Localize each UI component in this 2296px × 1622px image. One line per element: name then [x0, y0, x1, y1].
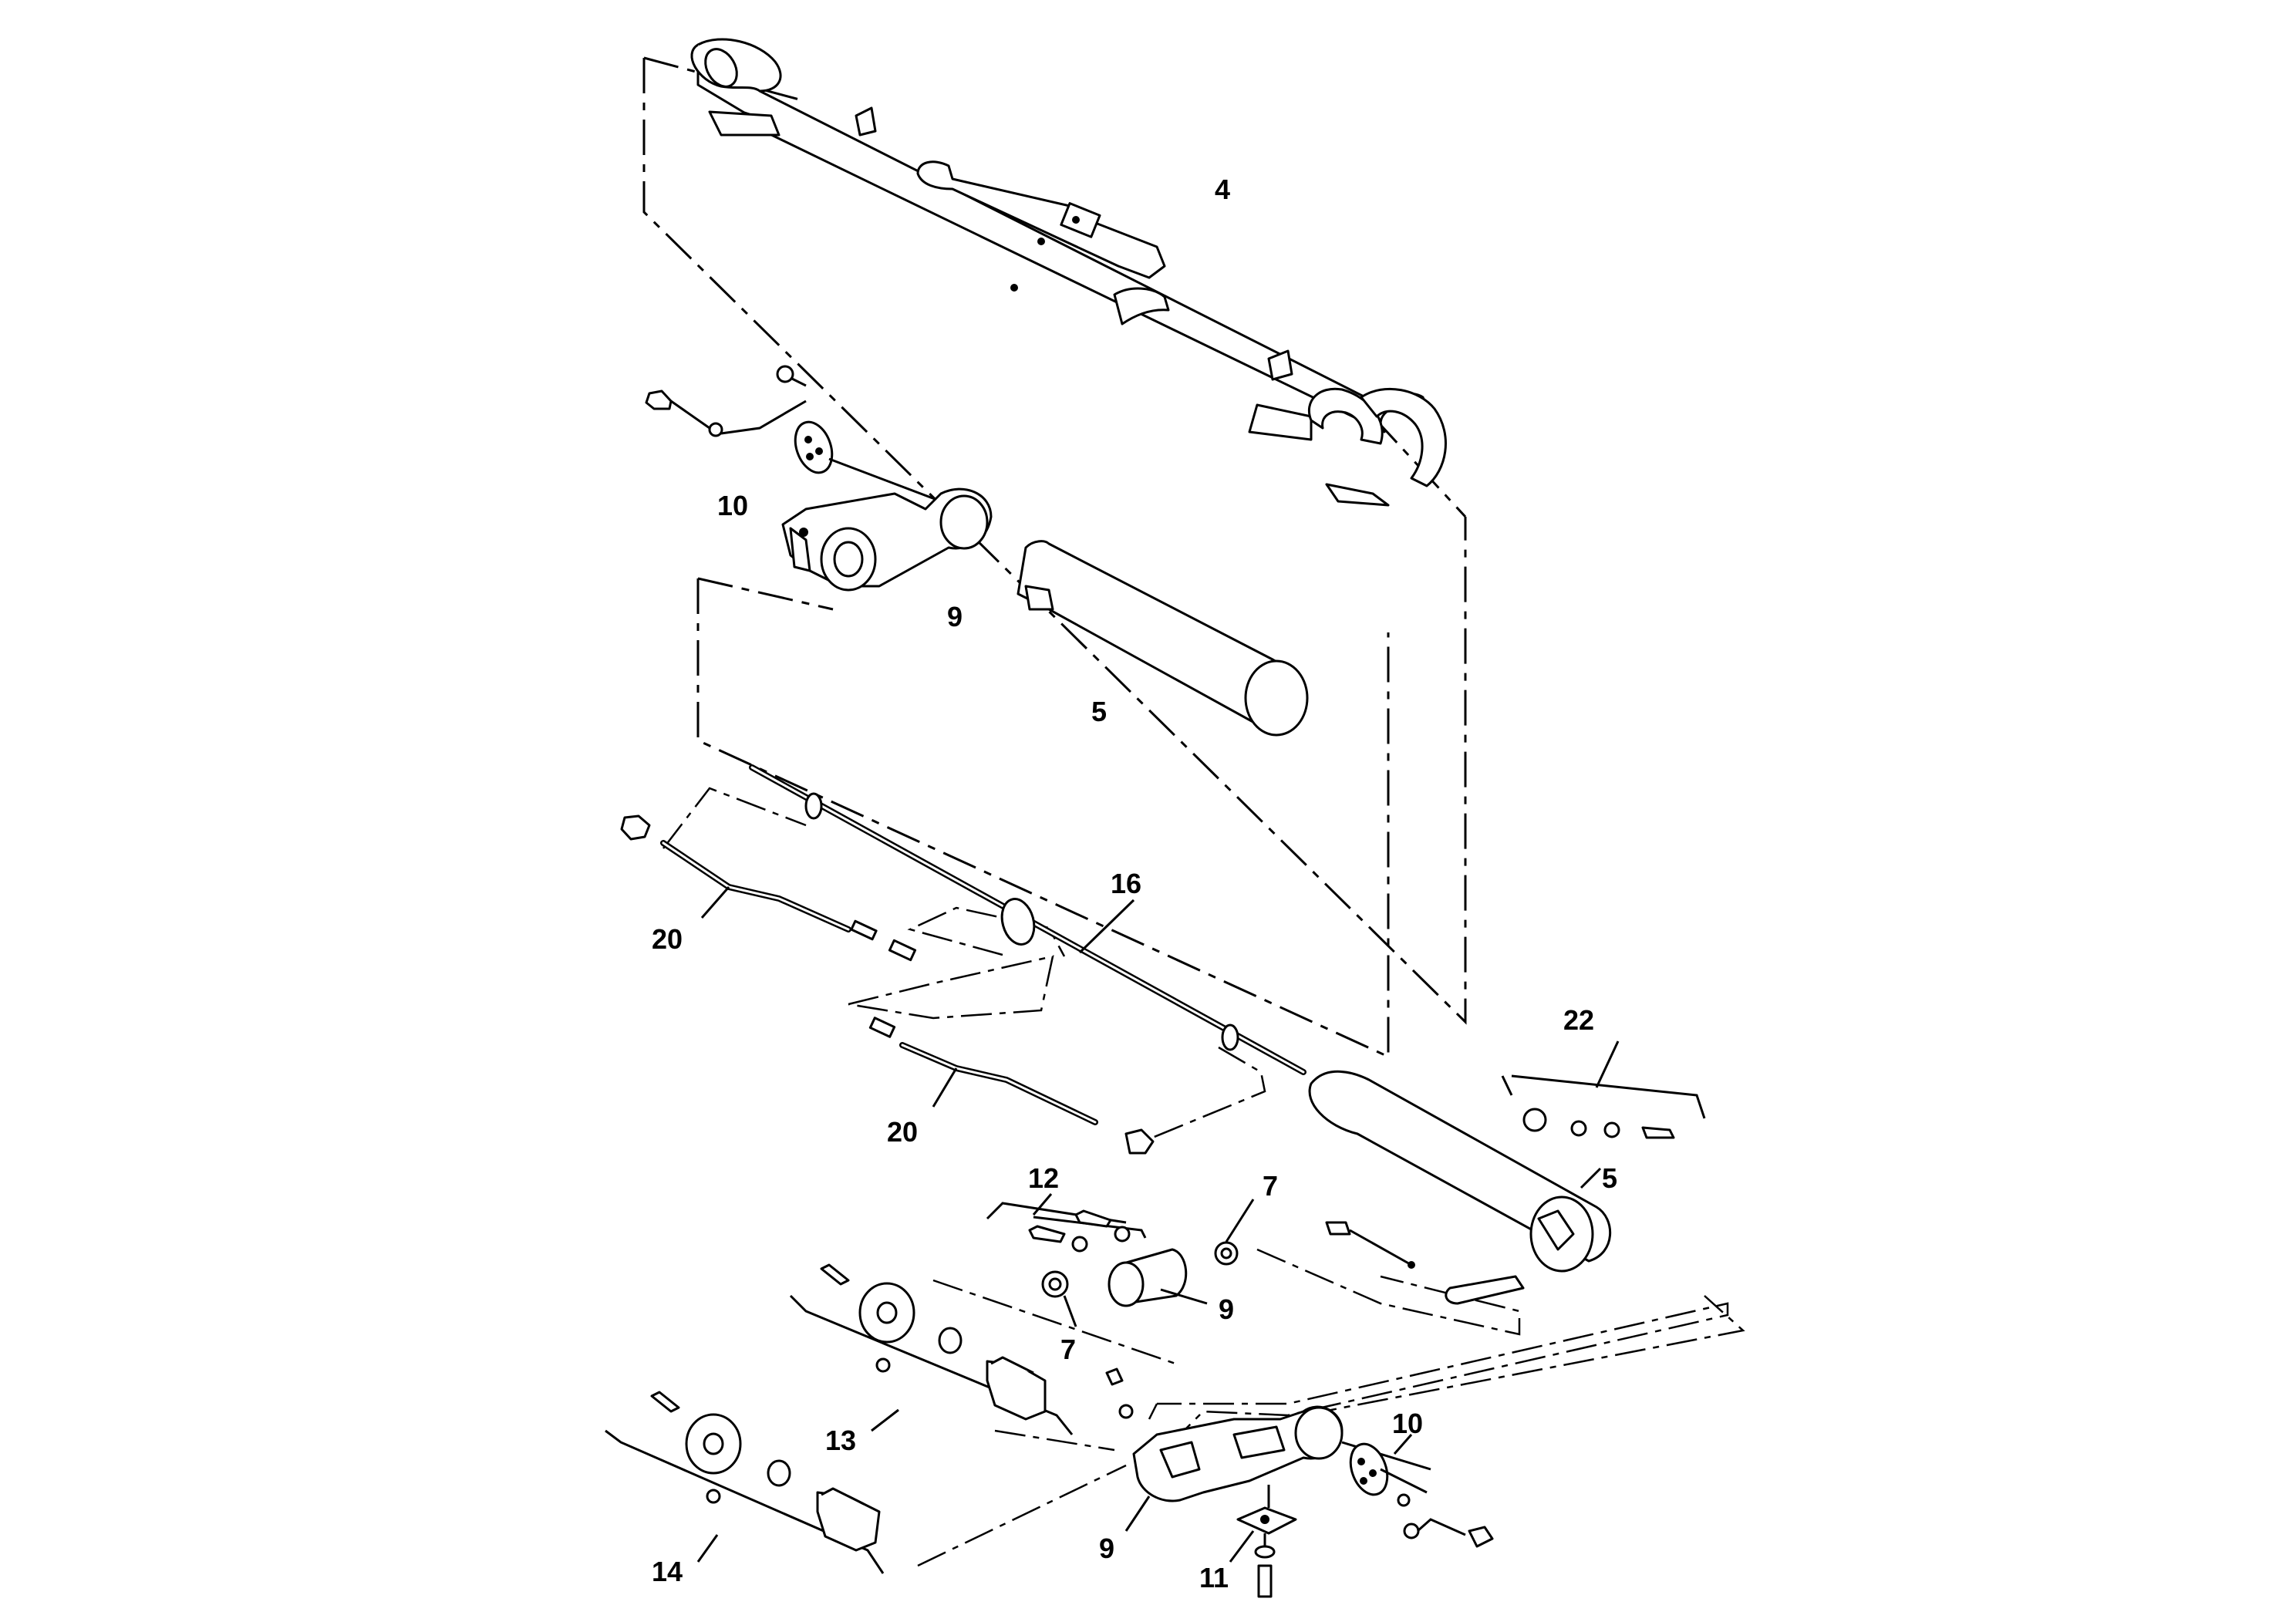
- upper-tube: [1017, 540, 1309, 737]
- callout-10-bottom: 10: [1392, 1408, 1423, 1439]
- roller-set-14: [605, 1391, 885, 1574]
- upper-flange-assembly: [645, 365, 942, 503]
- lower-flange-assembly: [1349, 1434, 1494, 1548]
- callout-14: 14: [652, 1556, 683, 1587]
- assembly-boundary-lines: [642, 56, 1745, 1567]
- lower-tube: [1308, 1070, 1612, 1273]
- callout-20-upper: 20: [652, 923, 683, 955]
- callout-10-top: 10: [717, 490, 748, 521]
- callout-22: 22: [1563, 1004, 1594, 1036]
- callout-4: 4: [1215, 174, 1230, 205]
- upper-arm-bracket: [781, 487, 993, 592]
- lower-arm-bracket: [1105, 1367, 1431, 1532]
- callout-5-top: 5: [1091, 696, 1107, 727]
- callout-labels: 4 10 9 5 16 20 20 22 5 12 7 7 9 13 14 9 …: [652, 174, 1617, 1593]
- callout-9-bottom: 9: [1099, 1533, 1114, 1564]
- callout-16: 16: [1111, 868, 1141, 899]
- callout-9-mid: 9: [1219, 1293, 1234, 1325]
- fastener-set: [1501, 1040, 1706, 1139]
- upper-beam-assembly: [690, 38, 1447, 507]
- callout-11: 11: [1199, 1562, 1229, 1593]
- lower-hose-assembly: [868, 1017, 1155, 1155]
- callout-7-left: 7: [1060, 1334, 1076, 1365]
- bushing-assembly: [1041, 1199, 1255, 1327]
- callout-13: 13: [825, 1425, 856, 1456]
- bolt-set: [986, 1193, 1147, 1253]
- mounting-plate-assembly: [1229, 1485, 1297, 1598]
- callout-12: 12: [1028, 1162, 1059, 1194]
- callout-9-top: 9: [947, 601, 963, 632]
- main-shaft: [749, 764, 1306, 1075]
- pin-assembly: [1325, 1221, 1525, 1305]
- callout-7-right: 7: [1263, 1170, 1278, 1202]
- roller-set-13: [789, 1263, 1074, 1435]
- callout-20-lower: 20: [887, 1116, 918, 1148]
- callout-5-lower: 5: [1602, 1162, 1617, 1194]
- upper-hose-assembly: [620, 814, 917, 962]
